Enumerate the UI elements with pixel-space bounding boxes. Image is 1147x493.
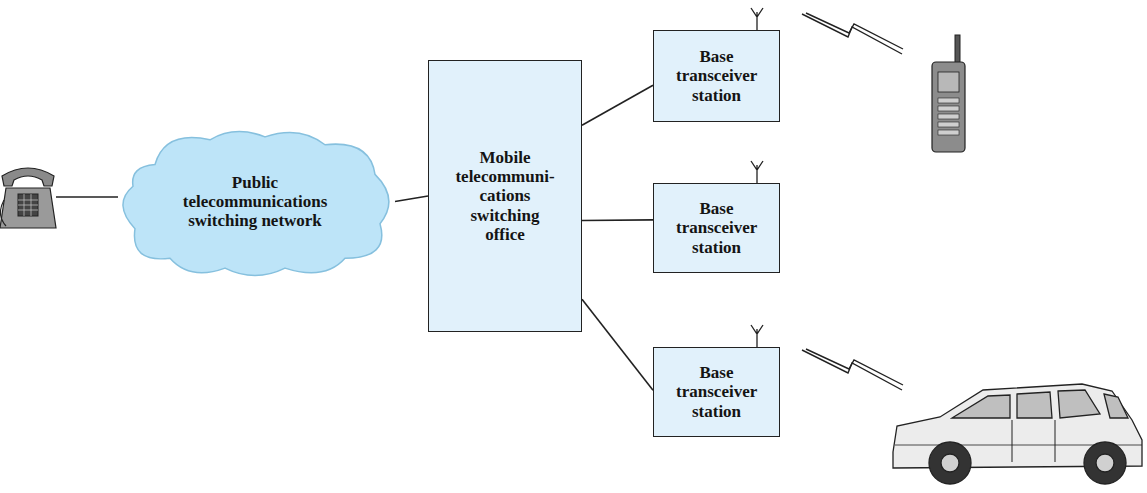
radio-link-bolts: [802, 13, 903, 390]
mobile-phone: [932, 35, 965, 152]
connector-line: [582, 299, 653, 390]
connector-line: [582, 219, 653, 221]
desk-telephone: [0, 168, 56, 228]
connector-line: [582, 85, 653, 125]
node-label: Base transceiver station: [676, 363, 757, 420]
node-label: Base transceiver station: [676, 47, 757, 104]
connector-line: [395, 196, 428, 202]
node-label: Base transceiver station: [676, 199, 757, 256]
car-illustration: [893, 384, 1142, 484]
base-station-box: Base transceiver station: [653, 347, 780, 437]
phone-wire: [56, 196, 118, 198]
node-label: Mobile telecommuni- cations switching of…: [455, 148, 554, 243]
base-station-box: Base transceiver station: [653, 183, 780, 273]
base-station-box: Base transceiver station: [653, 30, 780, 122]
node-label: Public telecommunications switching netw…: [183, 173, 327, 230]
cloud-node: Public telecommunications switching netw…: [115, 125, 395, 278]
switching-office-box: Mobile telecommuni- cations switching of…: [428, 60, 582, 332]
cloud-shape: [123, 132, 389, 276]
